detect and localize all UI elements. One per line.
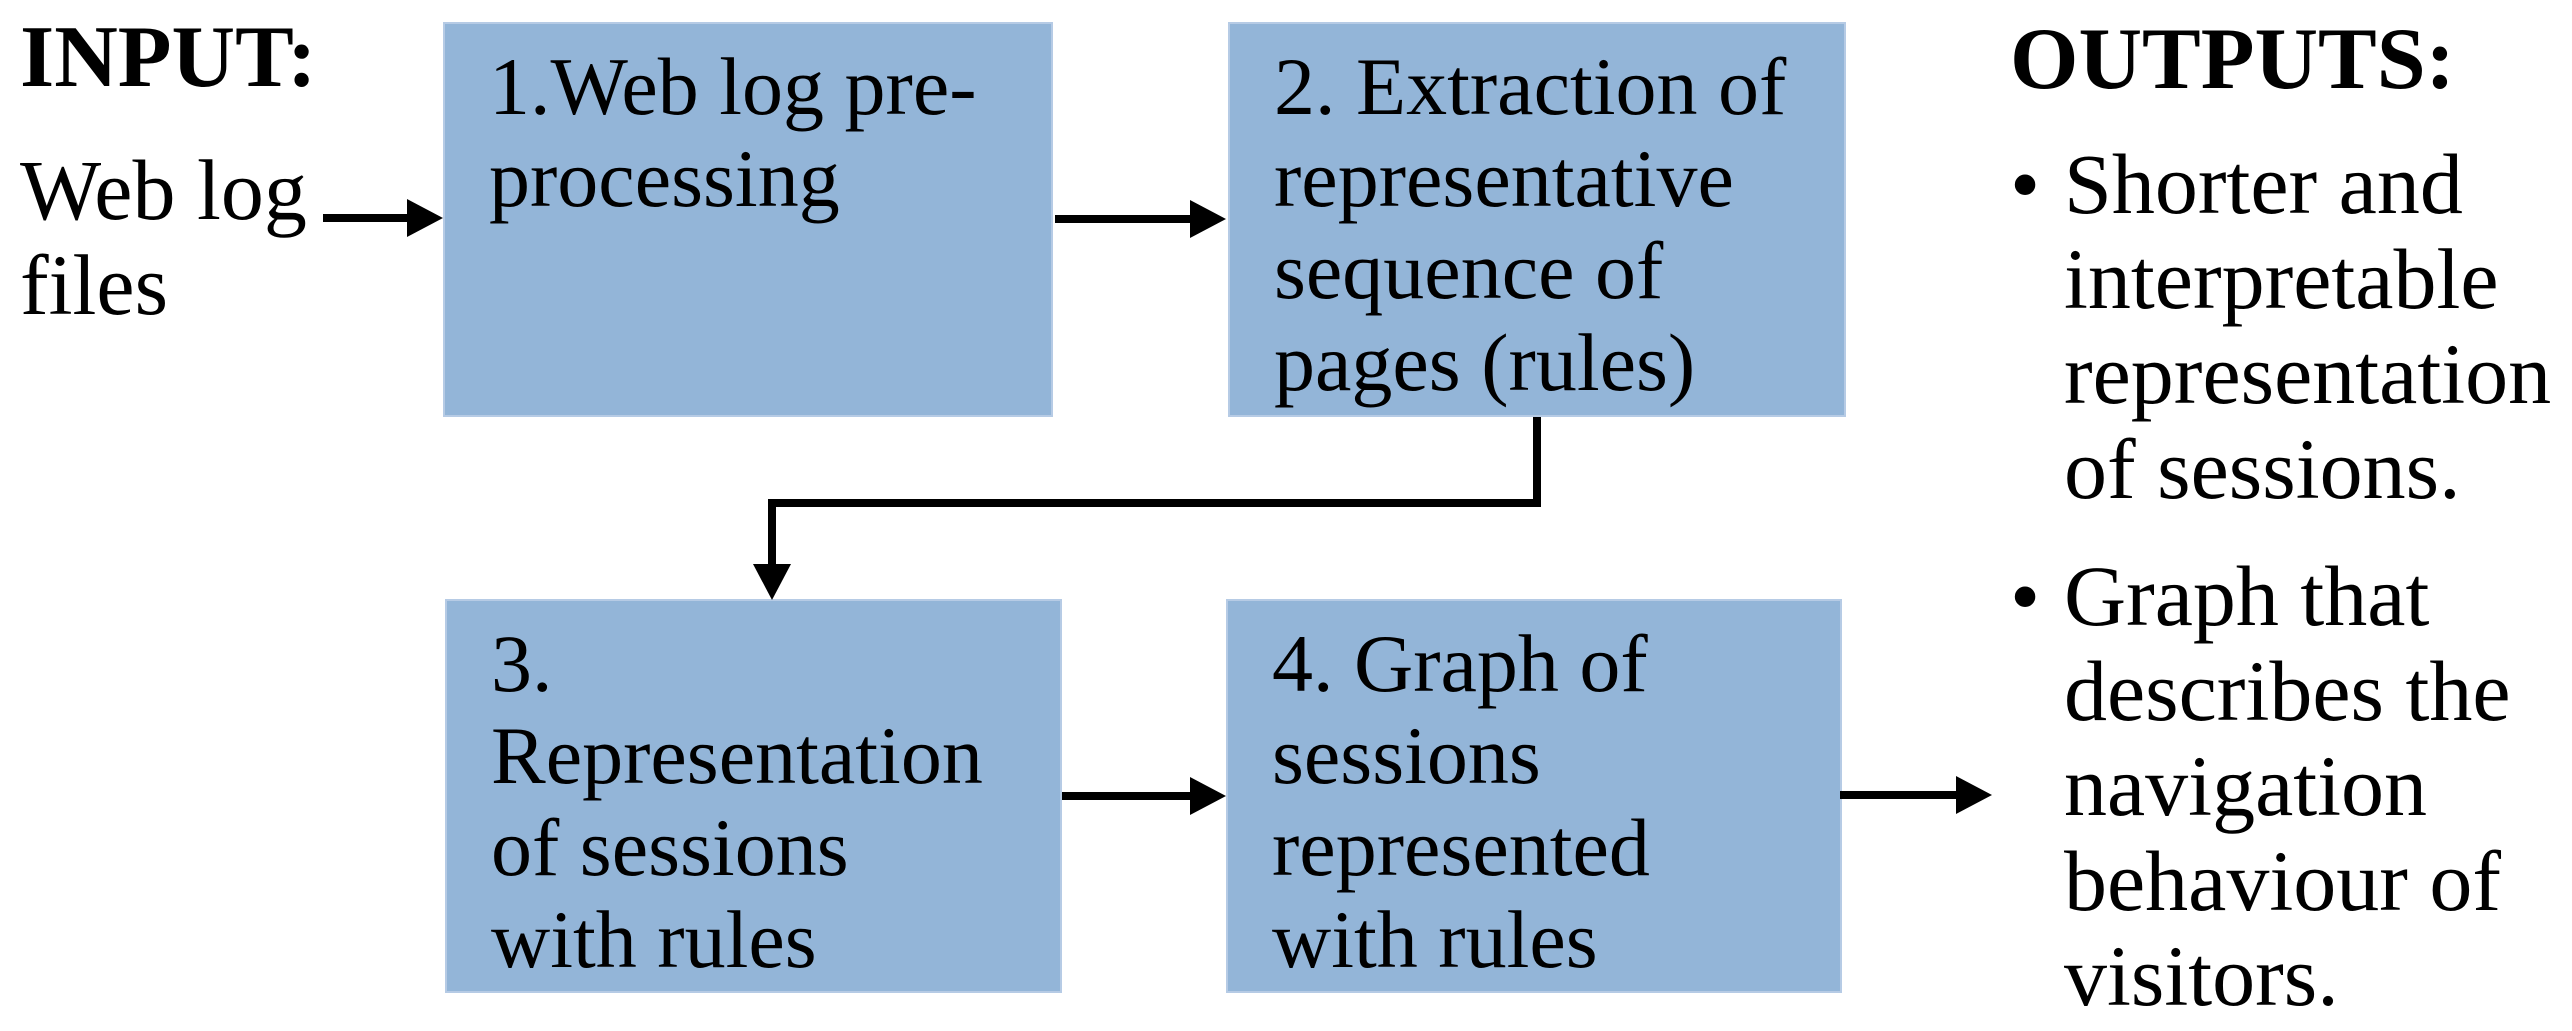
outputs-heading: OUTPUTS: xyxy=(2010,11,2455,108)
output-bullet-1: • Shorter and interpretable representati… xyxy=(2010,137,2551,517)
output-bullet-2-text: Graph that describes the navigation beha… xyxy=(2064,548,2511,1024)
step-box-3: 3. Representation of sessions with rules xyxy=(445,599,1062,993)
arrow-line xyxy=(1533,417,1541,507)
step-3-label: 3. Representation of sessions with rules xyxy=(491,618,983,985)
step-box-4: 4. Graph of sessions represented with ru… xyxy=(1226,599,1842,993)
step-box-1: 1.Web log pre- processing xyxy=(443,22,1053,417)
step-4-label: 4. Graph of sessions represented with ru… xyxy=(1272,618,1650,985)
arrowhead-right-icon xyxy=(407,199,443,237)
output-bullet-2: • Graph that describes the navigation be… xyxy=(2010,549,2511,1024)
arrow-line xyxy=(1062,792,1192,800)
input-label: Web log files xyxy=(20,142,307,333)
input-heading: INPUT: xyxy=(20,9,317,106)
arrow-line xyxy=(323,214,409,222)
bullet-dot-icon: • xyxy=(2010,136,2041,232)
arrow-line xyxy=(768,499,1541,507)
step-1-label: 1.Web log pre- processing xyxy=(489,41,977,224)
step-box-2: 2. Extraction of representative sequence… xyxy=(1228,22,1846,417)
step-2-label: 2. Extraction of representative sequence… xyxy=(1274,41,1787,408)
arrow-line xyxy=(1840,791,1958,799)
arrow-line xyxy=(768,499,776,566)
arrow-line xyxy=(1055,215,1192,223)
output-bullet-1-text: Shorter and interpretable representation… xyxy=(2064,136,2552,517)
arrowhead-right-icon xyxy=(1190,200,1226,238)
bullet-dot-icon: • xyxy=(2010,548,2041,644)
arrowhead-down-icon xyxy=(753,564,791,600)
arrowhead-right-icon xyxy=(1956,776,1992,814)
arrowhead-right-icon xyxy=(1190,777,1226,815)
